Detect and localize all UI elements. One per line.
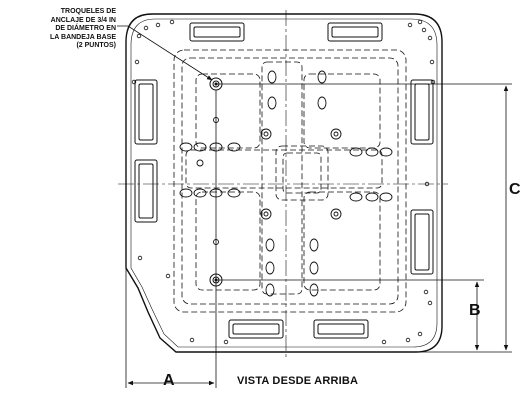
anchor-knockout-callout: TROQUELES DE ANCLAJE DE 3/4 IN DE DIÁMET…: [0, 8, 116, 51]
dimension-label-a: A: [163, 372, 175, 389]
corner-holes: [131, 19, 436, 345]
dimension-label-c: C: [509, 181, 521, 198]
callout-leader: [117, 25, 213, 81]
perimeter-slots: [134, 22, 434, 339]
dimension-label-b: B: [469, 302, 481, 319]
tray-inner-rim: [130, 18, 438, 348]
tray-outline: [125, 13, 443, 353]
callout-line-3: DE DIÁMETRO EN: [55, 25, 116, 33]
center-lines: [118, 10, 448, 358]
callout-line-4: LA BANDEJA BASE: [50, 33, 116, 41]
channel-lugs: [179, 70, 393, 297]
callout-line-5: (2 PUNTOS): [76, 42, 116, 50]
dashed-channels: [173, 49, 407, 313]
dimension-lines: [125, 83, 512, 388]
callout-line-2: ANCLAJE DE 3/4 IN: [50, 16, 116, 24]
callout-line-1: TROQUELES DE: [60, 8, 116, 15]
view-caption: VISTA DESDE ARRIBA: [237, 375, 359, 387]
